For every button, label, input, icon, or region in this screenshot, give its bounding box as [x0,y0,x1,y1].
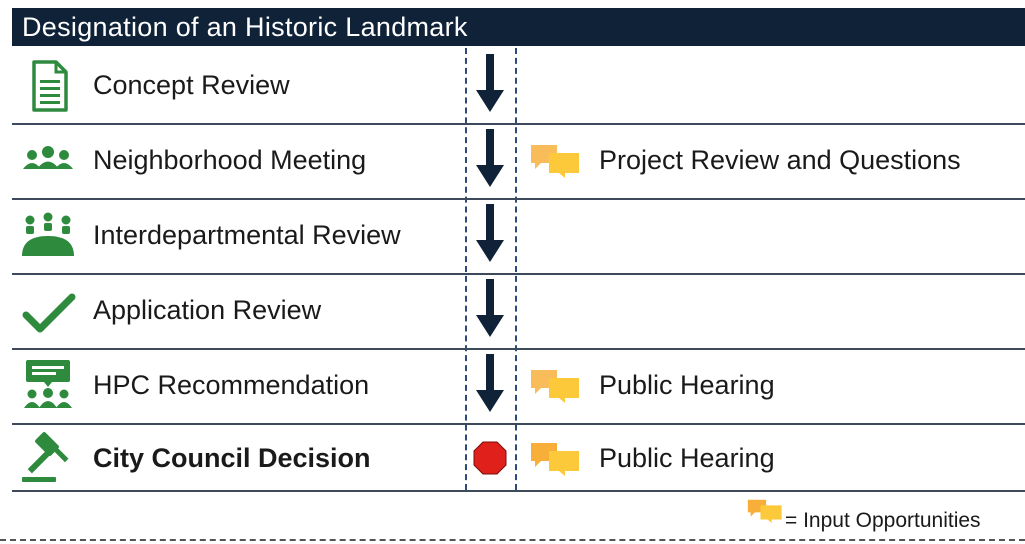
left-dashed-divider [465,48,467,490]
step-row-hpc-recommendation: HPC Recommendation Public Hearing [12,348,1025,423]
step-label: Application Review [93,295,322,325]
bottom-dashed-border [0,539,1025,541]
arrow-down-icon [476,54,504,112]
step-label: Interdepartmental Review [93,220,401,250]
step-row-concept-review: Concept Review [12,48,1025,123]
arrow-down-icon [476,354,504,412]
row-divider [12,123,1025,125]
checkmark-icon [22,293,76,333]
step-row-city-council-decision: City Council Decision Public Hearing [12,423,1025,490]
right-dashed-divider [515,48,517,490]
step-label: Neighborhood Meeting [93,145,367,175]
document-icon [32,60,68,112]
arrow-down-icon [476,204,504,262]
comment-bubbles-icon [531,145,579,178]
step-row-neighborhood-meeting: Neighborhood Meeting Project Review and … [12,123,1025,198]
comment-bubbles-icon [531,370,579,403]
step-row-interdepartmental-review: Interdepartmental Review [12,198,1025,273]
page-title: Designation of an Historic Landmark [22,12,468,42]
people-group-icon [23,146,73,169]
row-divider [12,348,1025,350]
row-divider [12,273,1025,275]
step-label: City Council Decision [93,443,371,473]
meeting-table-icon [22,212,74,256]
step-label: HPC Recommendation [93,370,370,400]
step-row-application-review: Application Review [12,273,1025,348]
input-opportunity-label: Public Hearing [599,443,775,473]
row-divider [12,198,1025,200]
arrow-down-icon [476,129,504,187]
step-label: Concept Review [93,70,290,100]
stop-sign-icon [473,441,507,475]
input-opportunity-label: Project Review and Questions [599,145,961,175]
legend-label: = Input Opportunities [785,509,981,532]
comment-bubbles-icon [747,499,782,523]
row-divider [12,490,1025,492]
row-divider [12,423,1025,425]
presentation-icon [24,360,72,408]
gavel-icon [22,432,69,482]
arrow-down-icon [476,279,504,337]
legend: = Input Opportunities [745,494,1025,534]
comment-bubbles-icon [531,443,579,476]
input-opportunity-label: Public Hearing [599,370,775,400]
title-bar: Designation of an Historic Landmark [12,8,1025,46]
